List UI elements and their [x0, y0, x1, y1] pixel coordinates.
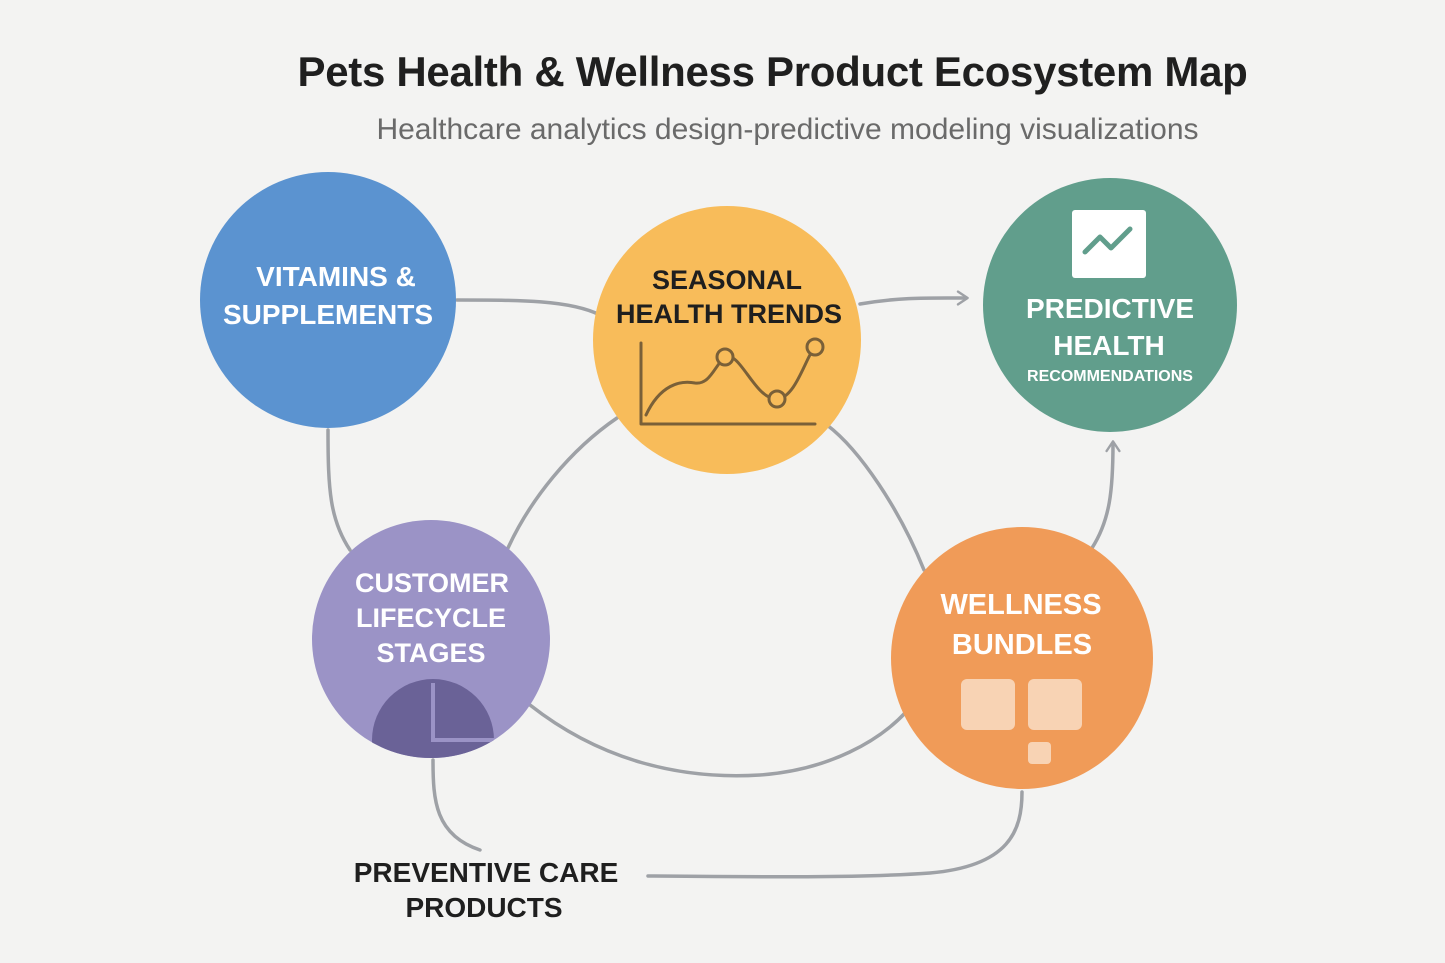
node-vitamins-supplements[interactable]: VITAMINS & SUPPLEMENTS: [200, 172, 456, 428]
vitamins-label-line1: VITAMINS &: [256, 261, 416, 292]
lifecycle-label-line1: CUSTOMER: [355, 568, 509, 598]
diagram-subtitle: Healthcare analytics design-predictive m…: [376, 113, 1199, 146]
node-predictive-health[interactable]: PREDICTIVE HEALTH RECOMMENDATIONS: [983, 178, 1237, 432]
connector-preventive-bundles: [646, 790, 1024, 879]
predictive-label-line2: HEALTH: [1053, 330, 1164, 361]
connectors: [326, 290, 1121, 879]
seasonal-label-line1: SEASONAL: [652, 265, 802, 295]
node-preventive-care[interactable]: PREVENTIVE CARE PRODUCTS: [354, 857, 619, 923]
bundles-circle: [891, 527, 1153, 789]
line-chart-icon: [639, 337, 825, 426]
lifecycle-circle: [312, 520, 550, 758]
vitamins-circle: [200, 172, 456, 428]
predictive-label-line3: RECOMMENDATIONS: [1027, 368, 1193, 385]
vitamins-label-line2: SUPPLEMENTS: [223, 299, 433, 330]
lifecycle-label-line2: LIFECYCLE: [356, 603, 506, 633]
trend-up-icon: [1072, 210, 1146, 278]
connector-seasonal-lifecycle: [506, 416, 619, 550]
connector-lifecycle-bundles: [528, 703, 908, 778]
bundles-label-line2: BUNDLES: [952, 629, 1092, 661]
preventive-label-line2: PRODUCTS: [405, 892, 562, 923]
node-seasonal-health-trends[interactable]: SEASONAL HEALTH TRENDS: [593, 206, 861, 474]
seasonal-label-line2: HEALTH TRENDS: [616, 299, 842, 329]
pie-chart-icon: [372, 679, 494, 758]
predictive-circle: [983, 178, 1237, 432]
seasonal-circle: [593, 206, 861, 474]
preventive-label-line1: PREVENTIVE CARE: [354, 857, 619, 888]
connector-bundles-predictive: [1090, 440, 1121, 550]
connector-seasonal-bundles: [825, 423, 926, 572]
connector-vitamins-seasonal: [455, 298, 602, 317]
node-customer-lifecycle[interactable]: CUSTOMER LIFECYCLE STAGES: [312, 520, 550, 760]
connector-seasonal-predictive: [858, 290, 969, 306]
diagram-title: Pets Health & Wellness Product Ecosystem…: [297, 48, 1248, 95]
node-wellness-bundles[interactable]: WELLNESS BUNDLES: [891, 527, 1153, 789]
connector-lifecycle-preventive: [431, 758, 482, 852]
predictive-label-line1: PREDICTIVE: [1026, 293, 1194, 324]
lifecycle-label-line3: STAGES: [376, 638, 485, 668]
bundles-label-line1: WELLNESS: [940, 589, 1101, 621]
bundle-boxes-icon: [961, 679, 1082, 764]
connector-vitamins-lifecycle: [326, 428, 352, 552]
